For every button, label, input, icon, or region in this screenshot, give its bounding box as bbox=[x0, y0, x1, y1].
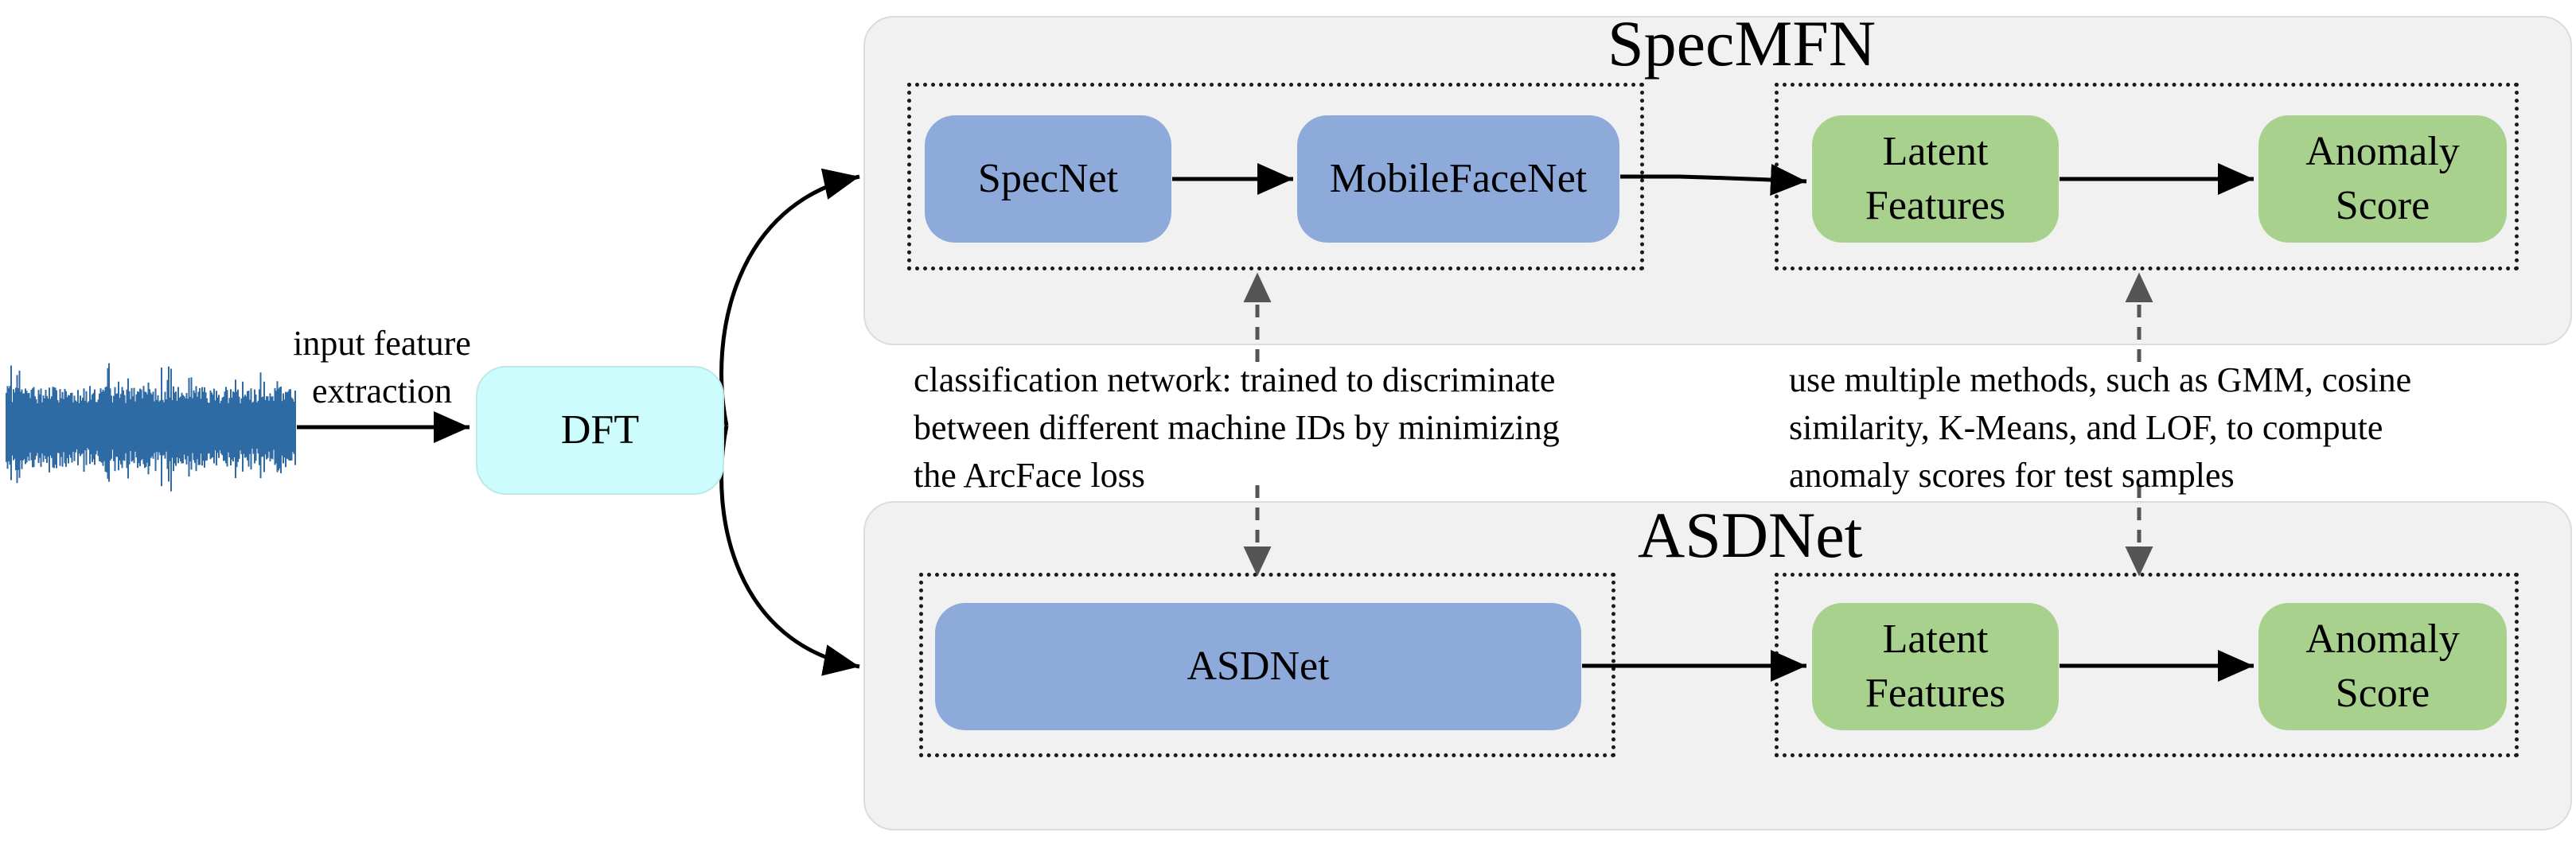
arrow-mobilefacenet-to-latent bbox=[1620, 164, 1807, 196]
asdnet-latent-features-node: Latent Features bbox=[1812, 603, 2059, 730]
dft-node: DFT bbox=[476, 366, 724, 495]
asdnet-anomaly-score-node: Anomaly Score bbox=[2258, 603, 2507, 730]
specnet-node: SpecNet bbox=[925, 115, 1171, 243]
input-feature-label-line2: extraction bbox=[312, 371, 452, 410]
mobilefacenet-node: MobileFaceNet bbox=[1297, 115, 1619, 243]
classification-annotation: classification network: trained to discr… bbox=[914, 360, 1560, 495]
scoring-annotation: use multiple methods, such as GMM, cosin… bbox=[1789, 360, 2412, 495]
specmfn-title: SpecMFN bbox=[1608, 7, 1876, 80]
audio-waveform-icon bbox=[6, 363, 296, 492]
arrow-dft-to-specmfn bbox=[719, 168, 860, 426]
arrow-dft-to-asdnet bbox=[719, 425, 860, 676]
waveform-core bbox=[6, 406, 296, 448]
input-feature-label: input feature extraction bbox=[271, 320, 493, 415]
specmfn-latent-features-node: Latent Features bbox=[1812, 115, 2059, 243]
asdnet-title: ASDNet bbox=[1638, 499, 1863, 571]
input-feature-label-line1: input feature bbox=[293, 324, 471, 363]
asdnet-node: ASDNet bbox=[935, 603, 1581, 730]
specmfn-anomaly-score-node: Anomaly Score bbox=[2258, 115, 2507, 243]
